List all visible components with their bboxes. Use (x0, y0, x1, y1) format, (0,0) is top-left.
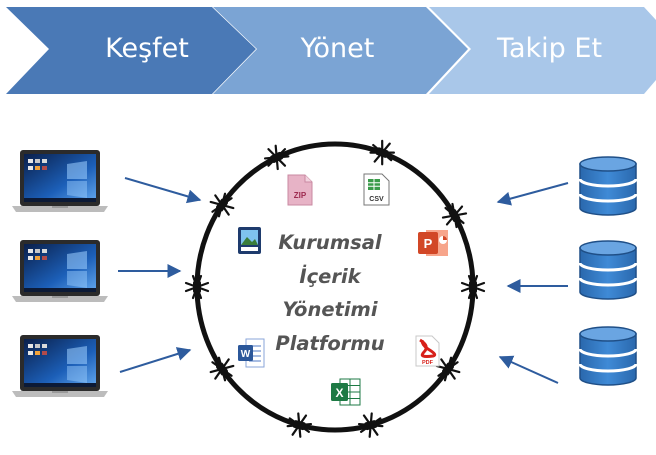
arrow-laptop-1 (124, 177, 202, 204)
arrow-database-3 (498, 355, 559, 384)
platform-title-line: Platformu (275, 331, 385, 355)
zip-file-icon: ZIP (287, 174, 313, 206)
barb-knot-icon (284, 410, 314, 440)
excel-file-icon: X (331, 378, 361, 406)
image-file-icon (238, 227, 261, 254)
barbed-wire-ring (184, 137, 486, 440)
barb-knot-icon (367, 137, 398, 168)
step-label-yonet: Yönet (300, 33, 375, 64)
arrow-database-1 (496, 182, 569, 206)
csv-file-icon: CSV (363, 173, 390, 206)
platform-diagram: ZIP CSV P W PDF X (12, 137, 638, 440)
svg-text:PDF: PDF (422, 360, 434, 366)
svg-text:CSV: CSV (369, 196, 384, 203)
arrow-laptop-3 (119, 347, 192, 373)
laptop-icon (12, 335, 108, 397)
svg-text:W: W (241, 349, 251, 360)
barb-knot-icon (356, 410, 386, 440)
platform-title: Kurumsal İçerik Yönetimi Platformu (260, 226, 400, 360)
laptop-icon (12, 240, 108, 302)
pdf-file-icon: PDF (415, 335, 440, 367)
word-file-icon: W (238, 338, 265, 368)
svg-text:P: P (424, 236, 433, 251)
step-label-takip-et: Takip Et (496, 33, 603, 64)
process-steps (6, 7, 656, 94)
database-icon (578, 239, 638, 301)
laptop-icon (12, 150, 108, 212)
database-icon (578, 155, 638, 217)
platform-title-line: Kurumsal (278, 231, 382, 254)
step-chevron-takip-et (429, 7, 656, 94)
svg-text:ZIP: ZIP (294, 191, 307, 200)
barb-knot-icon (438, 199, 471, 232)
powerpoint-file-icon: P (418, 230, 448, 256)
platform-title-line: İçerik (299, 264, 361, 288)
svg-text:X: X (335, 386, 343, 400)
step-label-kesfet: Keşfet (105, 33, 189, 64)
step-chevron-yonet (213, 7, 468, 94)
barb-knot-icon (260, 141, 293, 174)
platform-title-line: Yönetimi (282, 298, 378, 321)
step-chevron-kesfet (6, 7, 256, 94)
database-icon (578, 325, 638, 387)
